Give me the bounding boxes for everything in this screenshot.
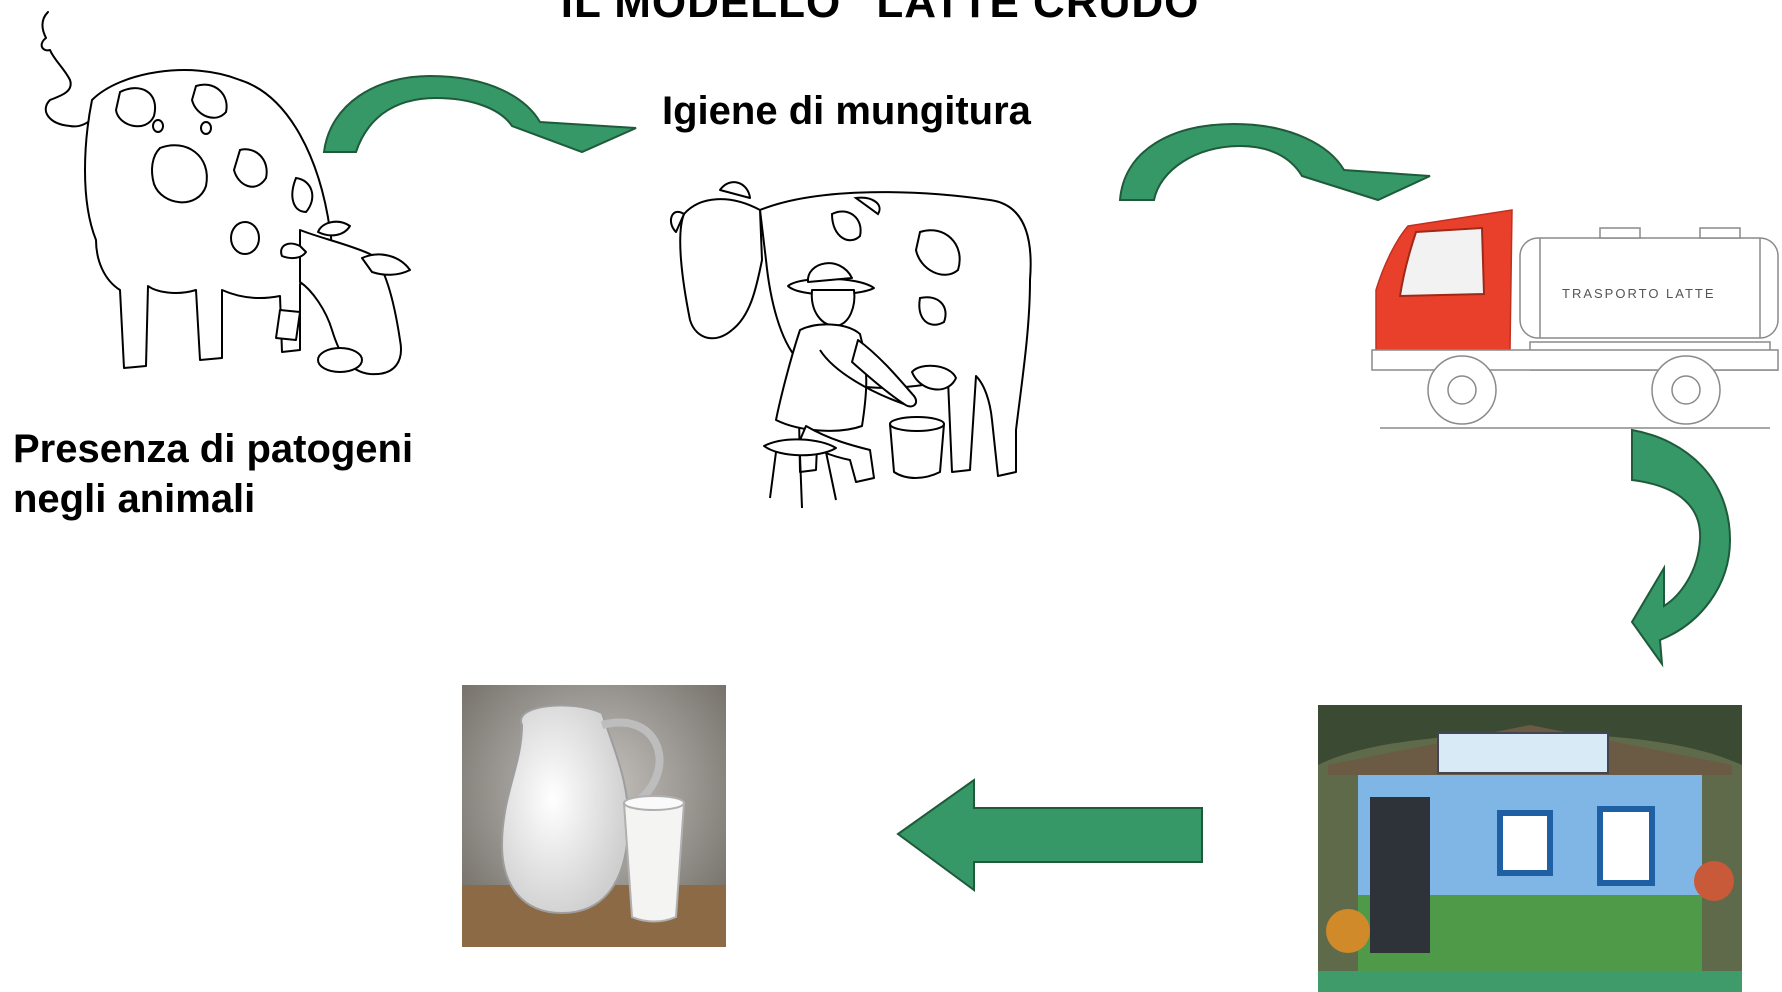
milk-vending-kiosk-photo xyxy=(1318,705,1742,992)
straight-arrow-kiosk-to-milk xyxy=(898,780,1202,890)
curved-arrow-truck-to-kiosk xyxy=(1632,430,1730,664)
curved-arrow-cow-to-milking xyxy=(324,76,636,152)
milk-pitcher-glass-icon xyxy=(462,685,726,947)
curved-arrow-milking-to-truck xyxy=(1120,124,1430,200)
milk-vending-kiosk-icon xyxy=(1318,705,1742,992)
milk-pitcher-glass-photo xyxy=(462,685,726,947)
